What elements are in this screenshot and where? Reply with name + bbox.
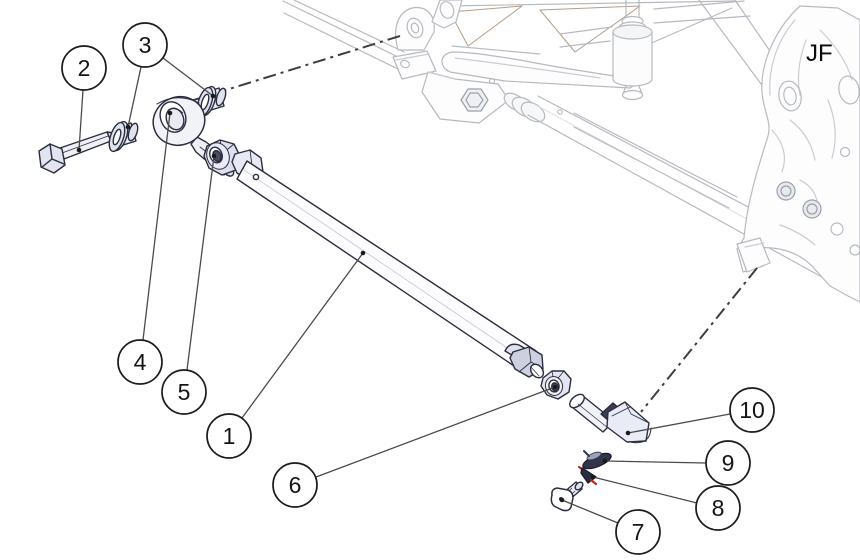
callout-number-5: 5 bbox=[178, 379, 191, 405]
callout-balloons: 1 2 3 4 5 6 7 8 bbox=[61, 22, 775, 555]
callout-balloon-8[interactable]: 8 bbox=[695, 485, 741, 531]
callout-number-7: 7 bbox=[632, 519, 645, 545]
part-7-hex-bolt-small-drawing bbox=[550, 481, 584, 512]
centerline-lower bbox=[640, 267, 758, 413]
frame-assembly-drawing bbox=[282, 0, 860, 303]
reference-label: JF bbox=[806, 40, 833, 67]
callout-balloon-6[interactable]: 6 bbox=[272, 462, 318, 508]
callout-balloon-5[interactable]: 5 bbox=[161, 369, 207, 415]
callout-balloon-3[interactable]: 3 bbox=[122, 22, 168, 68]
callout-balloon-7[interactable]: 7 bbox=[615, 509, 661, 555]
leader-lines bbox=[78, 57, 731, 524]
part-8-lock-pin-drawing bbox=[577, 465, 598, 486]
callout-balloon-9[interactable]: 9 bbox=[705, 440, 751, 486]
callout-balloon-1[interactable]: 1 bbox=[206, 413, 252, 459]
part-9-washer-drawing bbox=[582, 450, 612, 470]
callout-balloon-10[interactable]: 10 bbox=[729, 387, 775, 433]
callout-number-6: 6 bbox=[289, 472, 302, 498]
callout-number-3: 3 bbox=[139, 32, 152, 58]
callout-number-2: 2 bbox=[78, 55, 91, 81]
callout-number-9: 9 bbox=[722, 450, 735, 476]
part-10-rod-end-housing-drawing bbox=[569, 393, 652, 444]
callout-number-1: 1 bbox=[223, 423, 236, 449]
callout-balloon-2[interactable]: 2 bbox=[61, 45, 107, 91]
part-2-hex-bolt-drawing bbox=[38, 131, 117, 174]
callout-number-10: 10 bbox=[739, 397, 765, 423]
callout-number-4: 4 bbox=[134, 349, 147, 375]
leader-dots bbox=[76, 93, 631, 503]
callout-balloon-4[interactable]: 4 bbox=[117, 339, 163, 385]
callout-number-8: 8 bbox=[712, 495, 725, 521]
part-3-tapered-spacer-left-drawing bbox=[108, 120, 139, 153]
part-1-tie-rod-drawing bbox=[231, 149, 545, 379]
